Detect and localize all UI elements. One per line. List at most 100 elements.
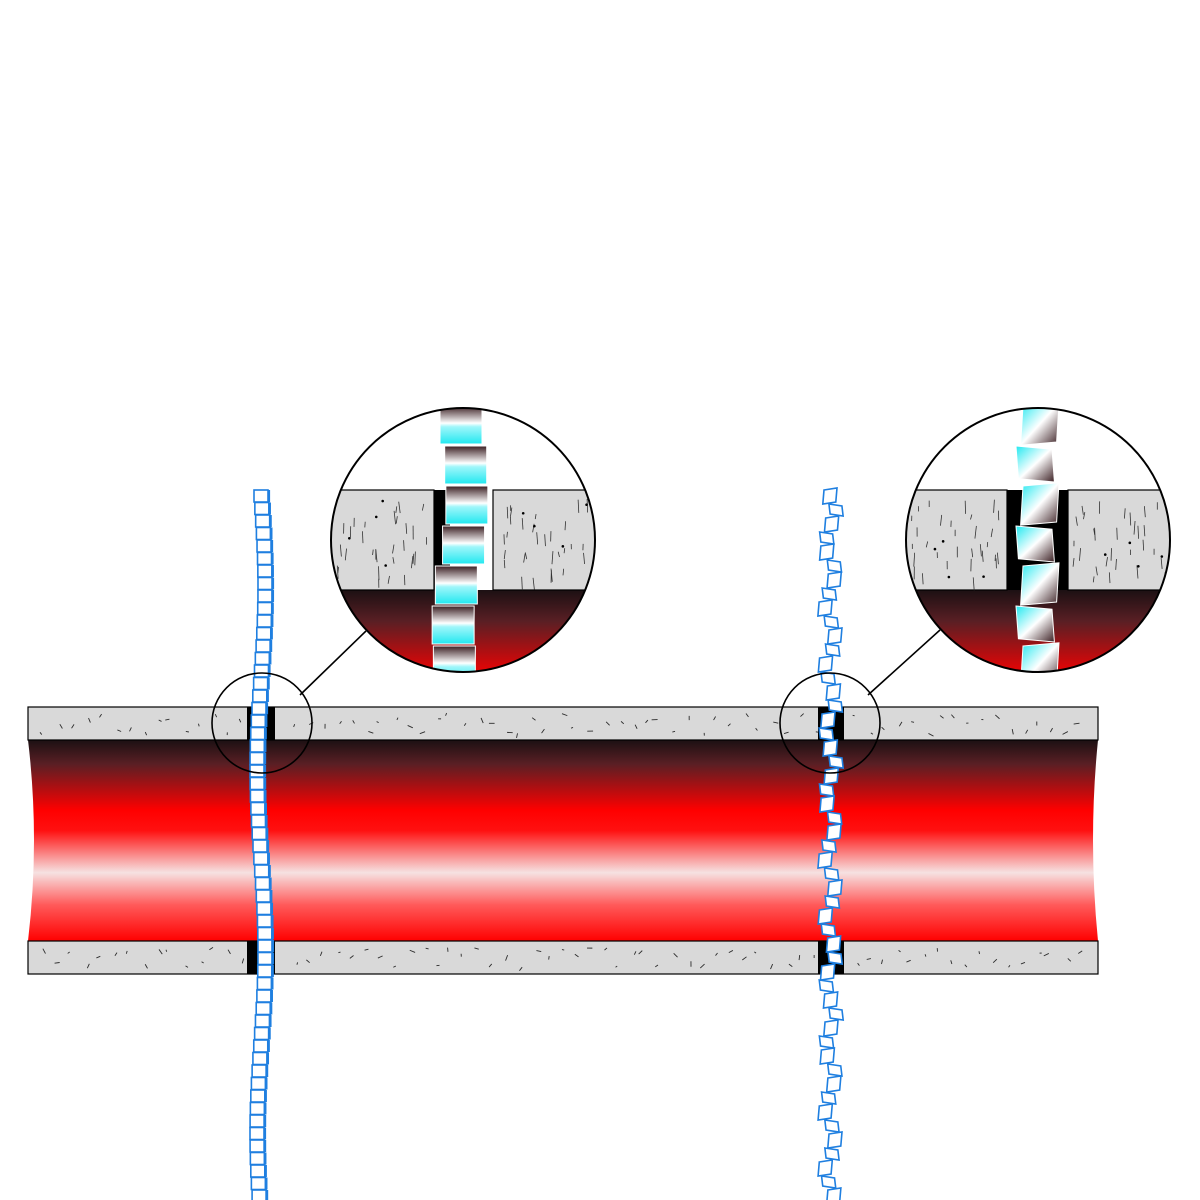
insulation-fleck <box>906 959 911 963</box>
cable-segment <box>249 1126 265 1141</box>
insulation-streak <box>503 550 506 560</box>
cable-segment <box>251 701 267 716</box>
insulation-streak <box>1160 557 1163 569</box>
insulation-fleck <box>615 965 618 968</box>
insulation-streak <box>523 553 526 563</box>
cable-segment <box>249 1101 266 1116</box>
insulation-streak <box>970 514 973 520</box>
insulation-streak <box>1105 557 1108 567</box>
cable-segment <box>826 559 843 573</box>
cable-segment <box>826 879 843 897</box>
insulation-fleck <box>951 714 955 719</box>
insulation-dot <box>1137 565 1140 568</box>
insulation-dot <box>521 511 525 515</box>
insulation-fleck <box>209 946 214 951</box>
insulation-fleck <box>165 718 170 721</box>
insulation-fleck <box>852 714 855 717</box>
leader-line-right <box>867 629 941 696</box>
insulation-fleck <box>531 717 536 721</box>
insulation-streak <box>1115 558 1117 570</box>
insulation-dot <box>933 547 937 551</box>
insulation-dot <box>348 536 351 540</box>
insulation-streak <box>990 528 993 538</box>
insulation-fleck <box>445 712 448 716</box>
straight-heating-cable <box>249 489 275 1200</box>
insulation-dot <box>533 524 536 528</box>
cable-segment <box>256 914 273 928</box>
cable-segment <box>253 664 270 678</box>
insulation-streak <box>521 576 523 591</box>
insulation-dot <box>585 503 588 507</box>
insulation-fleck <box>185 965 189 968</box>
cable-segment <box>253 864 270 878</box>
insulation-streak <box>387 575 390 584</box>
insulation-streak <box>972 577 975 591</box>
insulation-streak <box>375 549 378 563</box>
cable-segment <box>824 895 841 909</box>
insulation-streak <box>1137 525 1140 539</box>
insulation-streak <box>971 548 974 558</box>
insulation-streak <box>1143 525 1146 537</box>
insulation-streak <box>551 551 554 565</box>
insulation-fleck <box>800 713 804 717</box>
zoom-cable-segment <box>1015 525 1055 563</box>
leader-line-left <box>299 630 367 696</box>
cable-segment <box>256 976 273 991</box>
insulation-fleck <box>1073 722 1080 725</box>
cable-segment <box>821 587 838 601</box>
insulation-fleck <box>144 964 148 969</box>
cable-segment <box>819 1047 836 1065</box>
insulation-fleck <box>1078 950 1083 954</box>
insulation-fleck <box>419 731 426 735</box>
insulation-fleck <box>638 950 643 955</box>
insulation-streak <box>392 557 395 564</box>
insulation-streak <box>564 521 566 531</box>
insulation-streak <box>913 552 916 567</box>
cable-segment <box>249 1139 265 1153</box>
insulation-fleck <box>339 721 342 724</box>
insulation-fleck <box>770 963 774 970</box>
insulation-fleck <box>1025 729 1029 734</box>
insulation-fleck <box>755 727 758 731</box>
cable-segment <box>249 1151 266 1166</box>
insulation-fleck <box>798 955 801 961</box>
cable-segment <box>254 876 271 891</box>
insulation-fleck <box>67 951 70 954</box>
cable-segment <box>826 1063 843 1077</box>
insulation-fleck <box>645 719 649 724</box>
insulation-streak <box>1129 512 1132 526</box>
insulation-dot <box>982 575 985 578</box>
cable-segment <box>250 1176 267 1191</box>
insulation-fleck <box>604 947 608 951</box>
insulation-fleck <box>713 716 716 721</box>
insulation-fleck <box>633 951 637 955</box>
insulation-fleck <box>409 949 416 953</box>
cable-segment <box>256 614 273 628</box>
cable-segment <box>249 739 266 753</box>
cable-segment <box>254 651 271 666</box>
insulation-streak <box>536 532 539 545</box>
insulation-streak <box>414 551 416 566</box>
insulation-streak <box>993 499 995 513</box>
cable-segment <box>817 1103 834 1121</box>
insulation-streak <box>979 544 982 557</box>
insulation-fleck <box>319 951 323 957</box>
magnifier-right-insulation-a <box>906 489 1008 591</box>
insulation-fleck <box>655 964 659 968</box>
zoom-cable-segment <box>1015 605 1055 643</box>
insulation-dot <box>1103 553 1107 556</box>
cable-segment <box>256 539 272 553</box>
insulation-fleck <box>198 723 200 727</box>
insulation-streak <box>562 568 565 576</box>
cable-segment <box>256 551 273 566</box>
cable-segment <box>249 1114 265 1128</box>
magnifier-left-frame <box>330 407 596 673</box>
zoom-cable-segment <box>434 565 478 605</box>
insulation-fleck <box>788 963 793 968</box>
insulation-fleck <box>1062 731 1069 735</box>
cable-segment <box>820 923 837 937</box>
insulation-streak <box>1142 539 1145 551</box>
insulation-fleck <box>396 717 399 721</box>
cable-segment <box>828 1007 845 1021</box>
insulation-fleck <box>519 966 523 971</box>
